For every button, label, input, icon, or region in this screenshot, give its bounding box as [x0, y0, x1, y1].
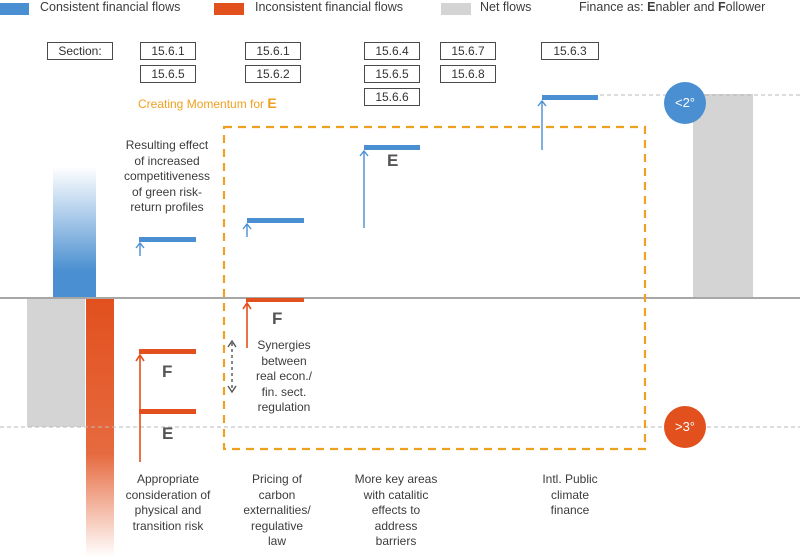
legend-swatch-consistent [0, 3, 29, 15]
blue-step-3 [364, 145, 420, 150]
legend-follower-initial: F [718, 0, 726, 14]
letter-f-synergies: F [272, 309, 283, 328]
letter-e-appropriate: E [162, 424, 174, 443]
momentum-box [222, 125, 647, 451]
blue-step-4 [542, 95, 598, 100]
section-box-col3-3: 15.6.6 [364, 88, 420, 106]
section-box-col5-1: 15.6.3 [541, 42, 599, 60]
legend-consistent: Consistent financial flows [40, 0, 181, 14]
legend-net: Net flows [480, 0, 532, 14]
section-box-col1-1: 15.6.1 [140, 42, 196, 60]
target-below-2-circle: <2° [664, 82, 706, 124]
section-box-col3-1: 15.6.4 [364, 42, 420, 60]
label-competitiveness: Resulting effect of increased competitiv… [123, 138, 211, 214]
target-above-3-circle: >3° [664, 406, 706, 448]
label-appropriate: Appropriate consideration of physical an… [125, 472, 211, 533]
legend-finance-as: Finance as: Enabler and Follower [579, 0, 766, 14]
blue-step-2 [247, 218, 304, 223]
orange-step-lower [139, 409, 196, 414]
legend-inconsistent: Inconsistent financial flows [255, 0, 403, 14]
label-pricing: Pricing of carbon externalities/ regulat… [243, 472, 311, 548]
label-key-areas: More key areas with catalitic effects to… [354, 472, 438, 548]
orange-step-upper [139, 349, 196, 354]
momentum-letter: E [267, 95, 277, 111]
blue-step-1 [139, 237, 196, 242]
section-box-col3-2: 15.6.5 [364, 65, 420, 83]
right-net-bar [693, 94, 753, 297]
section-label-box: Section: [47, 42, 113, 60]
section-box-col4-2: 15.6.8 [440, 65, 496, 83]
section-box-col1-2: 15.6.5 [140, 65, 196, 83]
orange-step-pricing [246, 298, 304, 302]
section-box-col2-1: 15.6.1 [245, 42, 301, 60]
left-consistent-bar [53, 167, 96, 297]
momentum-title: Creating Momentum for E [138, 95, 277, 111]
legend-enabler-initial: E [647, 0, 656, 14]
legend-swatch-net [441, 3, 471, 15]
letter-f-appropriate: F [162, 362, 173, 381]
left-inconsistent-bar [86, 299, 114, 557]
legend-swatch-inconsistent [214, 3, 244, 15]
section-box-col4-1: 15.6.7 [440, 42, 496, 60]
label-synergies: Synergies between real econ./ fin. sect.… [255, 338, 313, 414]
section-box-col2-2: 15.6.2 [245, 65, 301, 83]
label-public-finance: Intl. Public climate finance [542, 472, 598, 517]
letter-e-key-areas: E [387, 151, 399, 170]
left-net-bar [27, 299, 85, 427]
